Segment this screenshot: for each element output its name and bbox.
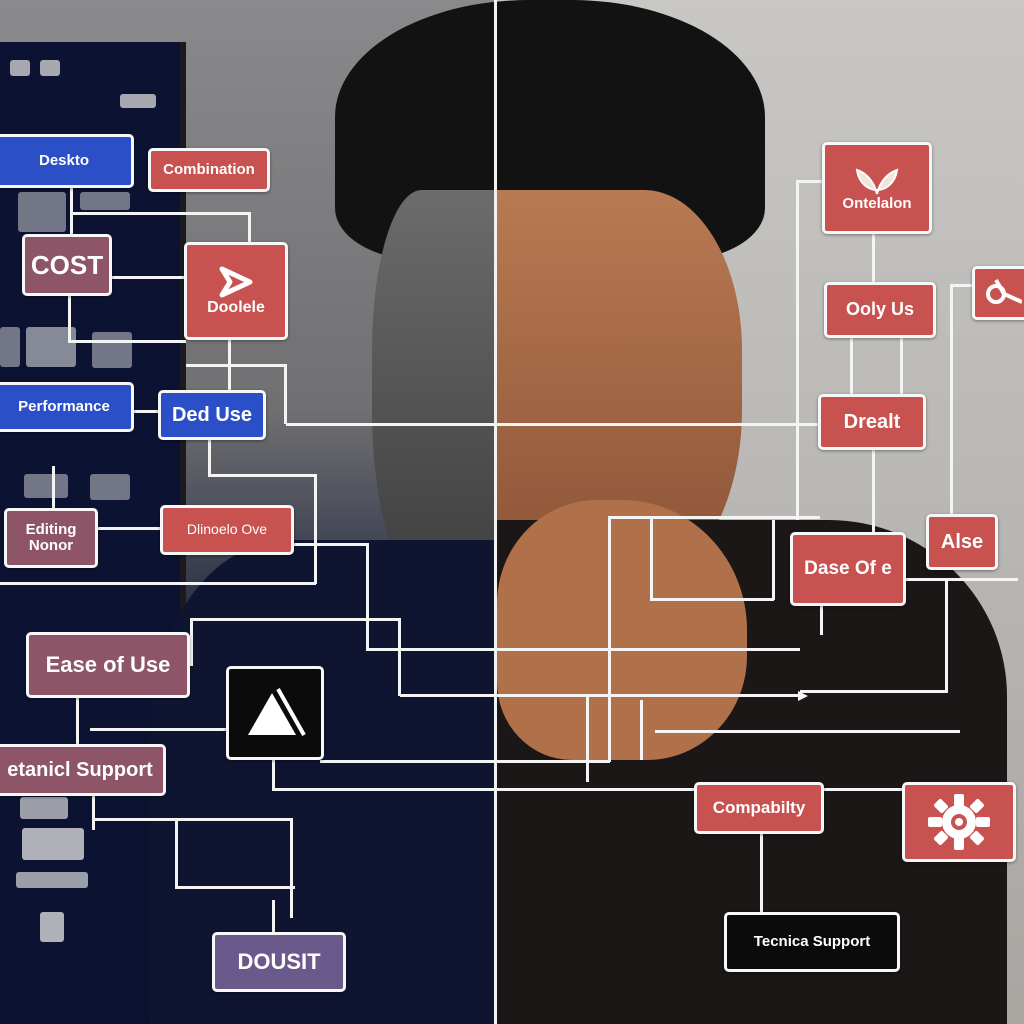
leaf-icon	[855, 168, 899, 195]
node-editing-norm[interactable]: Editing Nonor	[4, 508, 98, 568]
play-arrow-icon	[219, 266, 253, 298]
node-only-us[interactable]: Ooly Us	[824, 282, 936, 338]
portrait-hand	[497, 500, 747, 760]
split-divider	[494, 0, 497, 1024]
node-dreat[interactable]: Drealt	[818, 394, 926, 450]
node-ease-of-use[interactable]: Ease of Use	[26, 632, 190, 698]
node-ded-use[interactable]: Ded Use	[158, 390, 266, 440]
node-triangle[interactable]	[226, 666, 324, 760]
node-dase-of[interactable]: Dase Of e	[790, 532, 906, 606]
node-technical-support-right[interactable]: Tecnica Support	[724, 912, 900, 972]
node-combination[interactable]: Combination	[148, 148, 270, 192]
node-gear[interactable]	[902, 782, 1016, 862]
node-double[interactable]: Doolele	[184, 242, 288, 340]
node-dousit[interactable]: DOUSIT	[212, 932, 346, 992]
gear-icon	[928, 794, 990, 850]
node-technical-support-left[interactable]: etanicl Support	[0, 744, 166, 796]
node-alse[interactable]: Alse	[926, 514, 998, 570]
node-orientation[interactable]: Ontelalon	[822, 142, 932, 234]
node-unknown-ove[interactable]: Dlinoelo Ove	[160, 505, 294, 555]
node-compatibility[interactable]: Compabilty	[694, 782, 824, 834]
portrait-face-left	[372, 190, 496, 590]
node-cost[interactable]: COST	[22, 234, 112, 296]
triangle-warning-icon	[248, 688, 306, 736]
node-performance[interactable]: Performance	[0, 382, 134, 432]
node-link[interactable]	[972, 266, 1024, 320]
link-icon	[986, 279, 1022, 304]
node-desktop[interactable]: Deskto	[0, 134, 134, 188]
